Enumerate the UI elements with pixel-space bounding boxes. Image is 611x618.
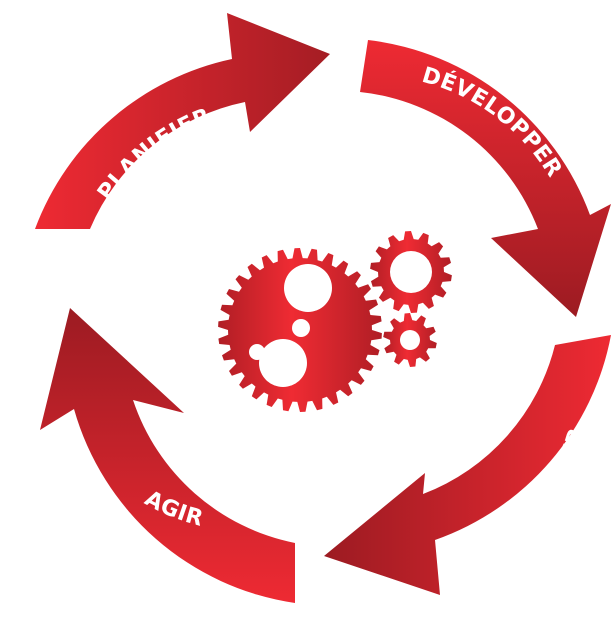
arrow-planifier	[35, 13, 330, 229]
arrow-agir	[40, 308, 295, 603]
medium-gear-icon	[370, 231, 452, 313]
gear-large-hole	[249, 344, 265, 360]
small-gear-icon	[383, 313, 437, 367]
gear-large-hole	[259, 339, 307, 387]
large-gear-icon	[218, 248, 382, 412]
gears-icon	[218, 231, 452, 412]
arrow-developper	[360, 40, 611, 317]
gear-large-hole	[284, 264, 332, 312]
arrow-controler	[324, 335, 611, 595]
gear-large-hole	[292, 319, 310, 337]
gear-medium-hole	[390, 251, 432, 293]
gear-small-hole	[400, 330, 420, 350]
